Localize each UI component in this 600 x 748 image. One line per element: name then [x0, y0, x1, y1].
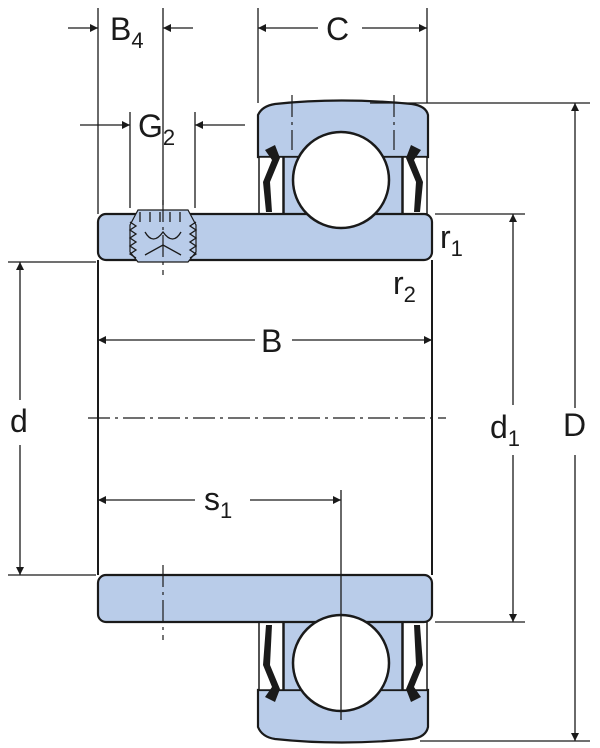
label-r1: r1: [440, 219, 463, 261]
label-r2: r2: [393, 265, 416, 307]
outer-ring-top: [256, 99, 430, 159]
label-b4: B4: [110, 11, 144, 53]
label-s1: s1: [204, 481, 232, 523]
seal-icons: [263, 145, 423, 702]
dimension-arrows: [16, 24, 579, 741]
label-c: C: [326, 11, 349, 47]
inner-ring-bottom: [96, 573, 434, 624]
label-g2: G2: [138, 108, 175, 150]
label-d: d: [10, 403, 28, 439]
label-d1: d1: [490, 409, 520, 451]
outer-ring-bottom: [256, 688, 430, 744]
ball-top: [291, 130, 391, 230]
label-b: B: [261, 323, 282, 359]
label-D: D: [563, 407, 586, 443]
